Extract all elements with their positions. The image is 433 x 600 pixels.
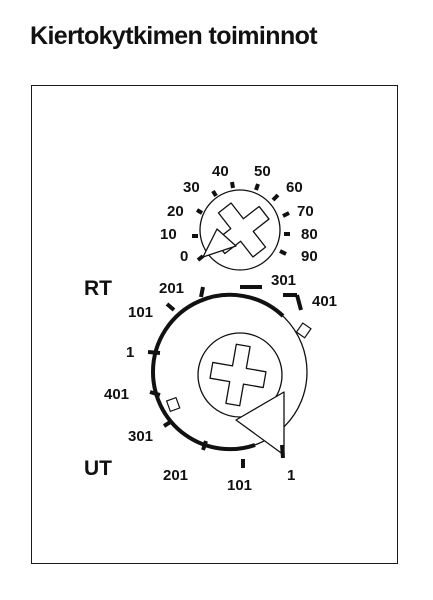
small-dial-knob — [202, 202, 270, 258]
position-label-rt-201: 201 — [159, 280, 184, 297]
small-scale-tick — [254, 183, 260, 191]
scale-label-60: 60 — [286, 179, 303, 196]
position-tick — [199, 286, 205, 298]
small-scale-tick — [196, 254, 205, 262]
page-title: Kiertokytkimen toiminnot — [30, 22, 318, 50]
diagram-frame — [31, 85, 398, 564]
large-dial: RT UT 201 101 1 401 301 201 101 1 301 40… — [84, 272, 337, 494]
scale-label-0: 0 — [180, 248, 188, 265]
large-dial-ticks — [147, 285, 303, 468]
position-label-1: 1 — [126, 344, 134, 361]
scale-label-50: 50 — [254, 163, 271, 180]
small-dial-pointer-triangle — [202, 228, 237, 258]
position-label-rt-401: 401 — [312, 293, 337, 310]
position-label-rt-301: 301 — [271, 272, 296, 289]
scale-label-80: 80 — [301, 226, 318, 243]
position-label-ut-1: 1 — [287, 467, 295, 484]
large-dial-notch-right — [295, 322, 312, 339]
large-dial-labels: RT UT 201 101 1 401 301 201 101 1 301 40… — [84, 272, 337, 494]
position-tick — [147, 350, 161, 355]
ut-label: UT — [84, 457, 112, 480]
scale-label-30: 30 — [183, 179, 200, 196]
position-label-rt-101: 101 — [128, 304, 153, 321]
position-label-ut-301: 301 — [128, 428, 153, 445]
scale-label-20: 20 — [167, 203, 184, 220]
small-dial-scale-labels: 0 10 20 30 40 50 60 70 80 90 — [160, 163, 318, 265]
position-label-ut-401: 401 — [104, 386, 129, 403]
scale-label-40: 40 — [212, 163, 229, 180]
small-scale-tick — [271, 193, 280, 202]
position-tick — [280, 444, 285, 459]
position-tick — [295, 294, 303, 311]
large-dial-notch-left — [165, 396, 181, 413]
position-tick — [149, 390, 161, 397]
small-scale-tick — [211, 189, 218, 198]
scale-label-70: 70 — [297, 203, 314, 220]
scale-label-90: 90 — [301, 248, 318, 265]
rt-label: RT — [84, 277, 112, 300]
position-label-ut-201: 201 — [163, 467, 188, 484]
scale-label-10: 10 — [160, 226, 177, 243]
small-scale-tick — [195, 208, 204, 215]
position-tick — [165, 302, 176, 312]
small-dial: 0 10 20 30 40 50 60 70 80 90 — [160, 163, 318, 271]
position-label-ut-101: 101 — [227, 477, 252, 494]
position-tick — [201, 440, 208, 451]
large-dial-ut-arc — [150, 371, 256, 452]
position-tick — [162, 419, 174, 428]
small-scale-tick — [279, 249, 287, 256]
large-dial-pointer-triangle — [235, 391, 285, 456]
small-dial-ticks — [192, 181, 290, 262]
small-scale-tick — [230, 181, 235, 189]
small-scale-tick — [282, 211, 290, 218]
large-dial-rt-arc — [150, 292, 285, 373]
large-dial-cross-knob — [209, 343, 267, 407]
